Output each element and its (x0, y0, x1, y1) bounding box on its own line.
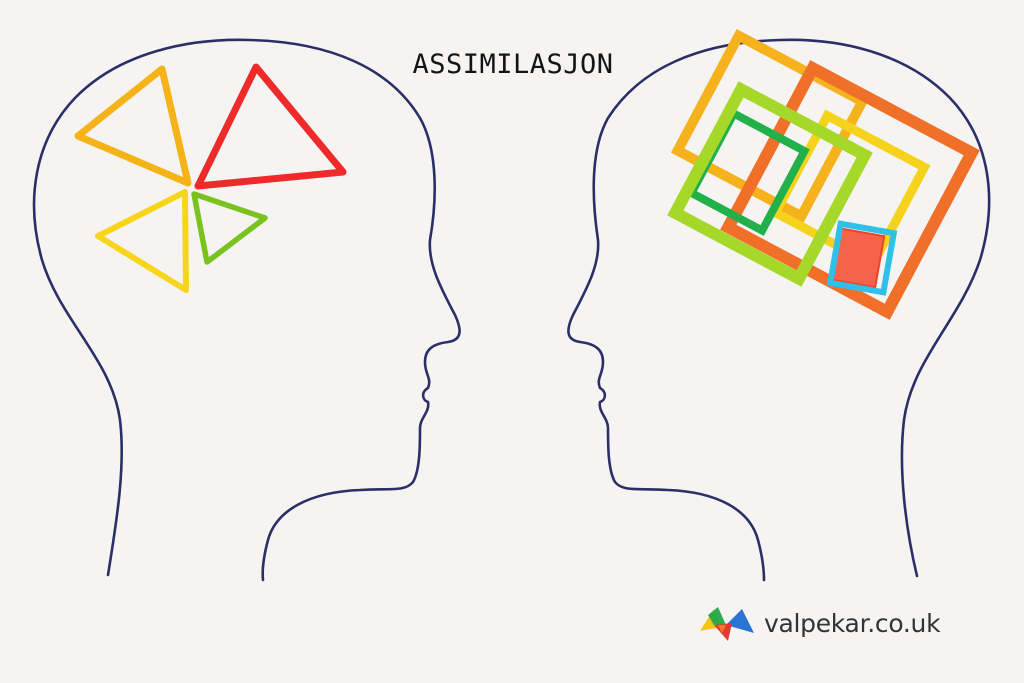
logo-text: valpekar.co.uk (764, 608, 941, 638)
left-head (32, 38, 461, 582)
left-head-outline (32, 38, 461, 582)
right-head-outline (567, 38, 991, 582)
right-head (567, 28, 991, 582)
logo-mark-icon (700, 607, 754, 641)
red-triangle-icon (194, 63, 347, 190)
diagram-title: ASSIMILASJON (412, 49, 614, 80)
yellow-triangle-icon (95, 189, 189, 293)
orange-yellow-square-icon (670, 28, 870, 224)
orange-triangle-icon (74, 65, 192, 187)
blue-square-icon (826, 220, 898, 296)
lime-square-icon (667, 81, 873, 287)
site-logo[interactable]: valpekar.co.uk (698, 603, 941, 643)
green-triangle-icon (191, 191, 268, 265)
